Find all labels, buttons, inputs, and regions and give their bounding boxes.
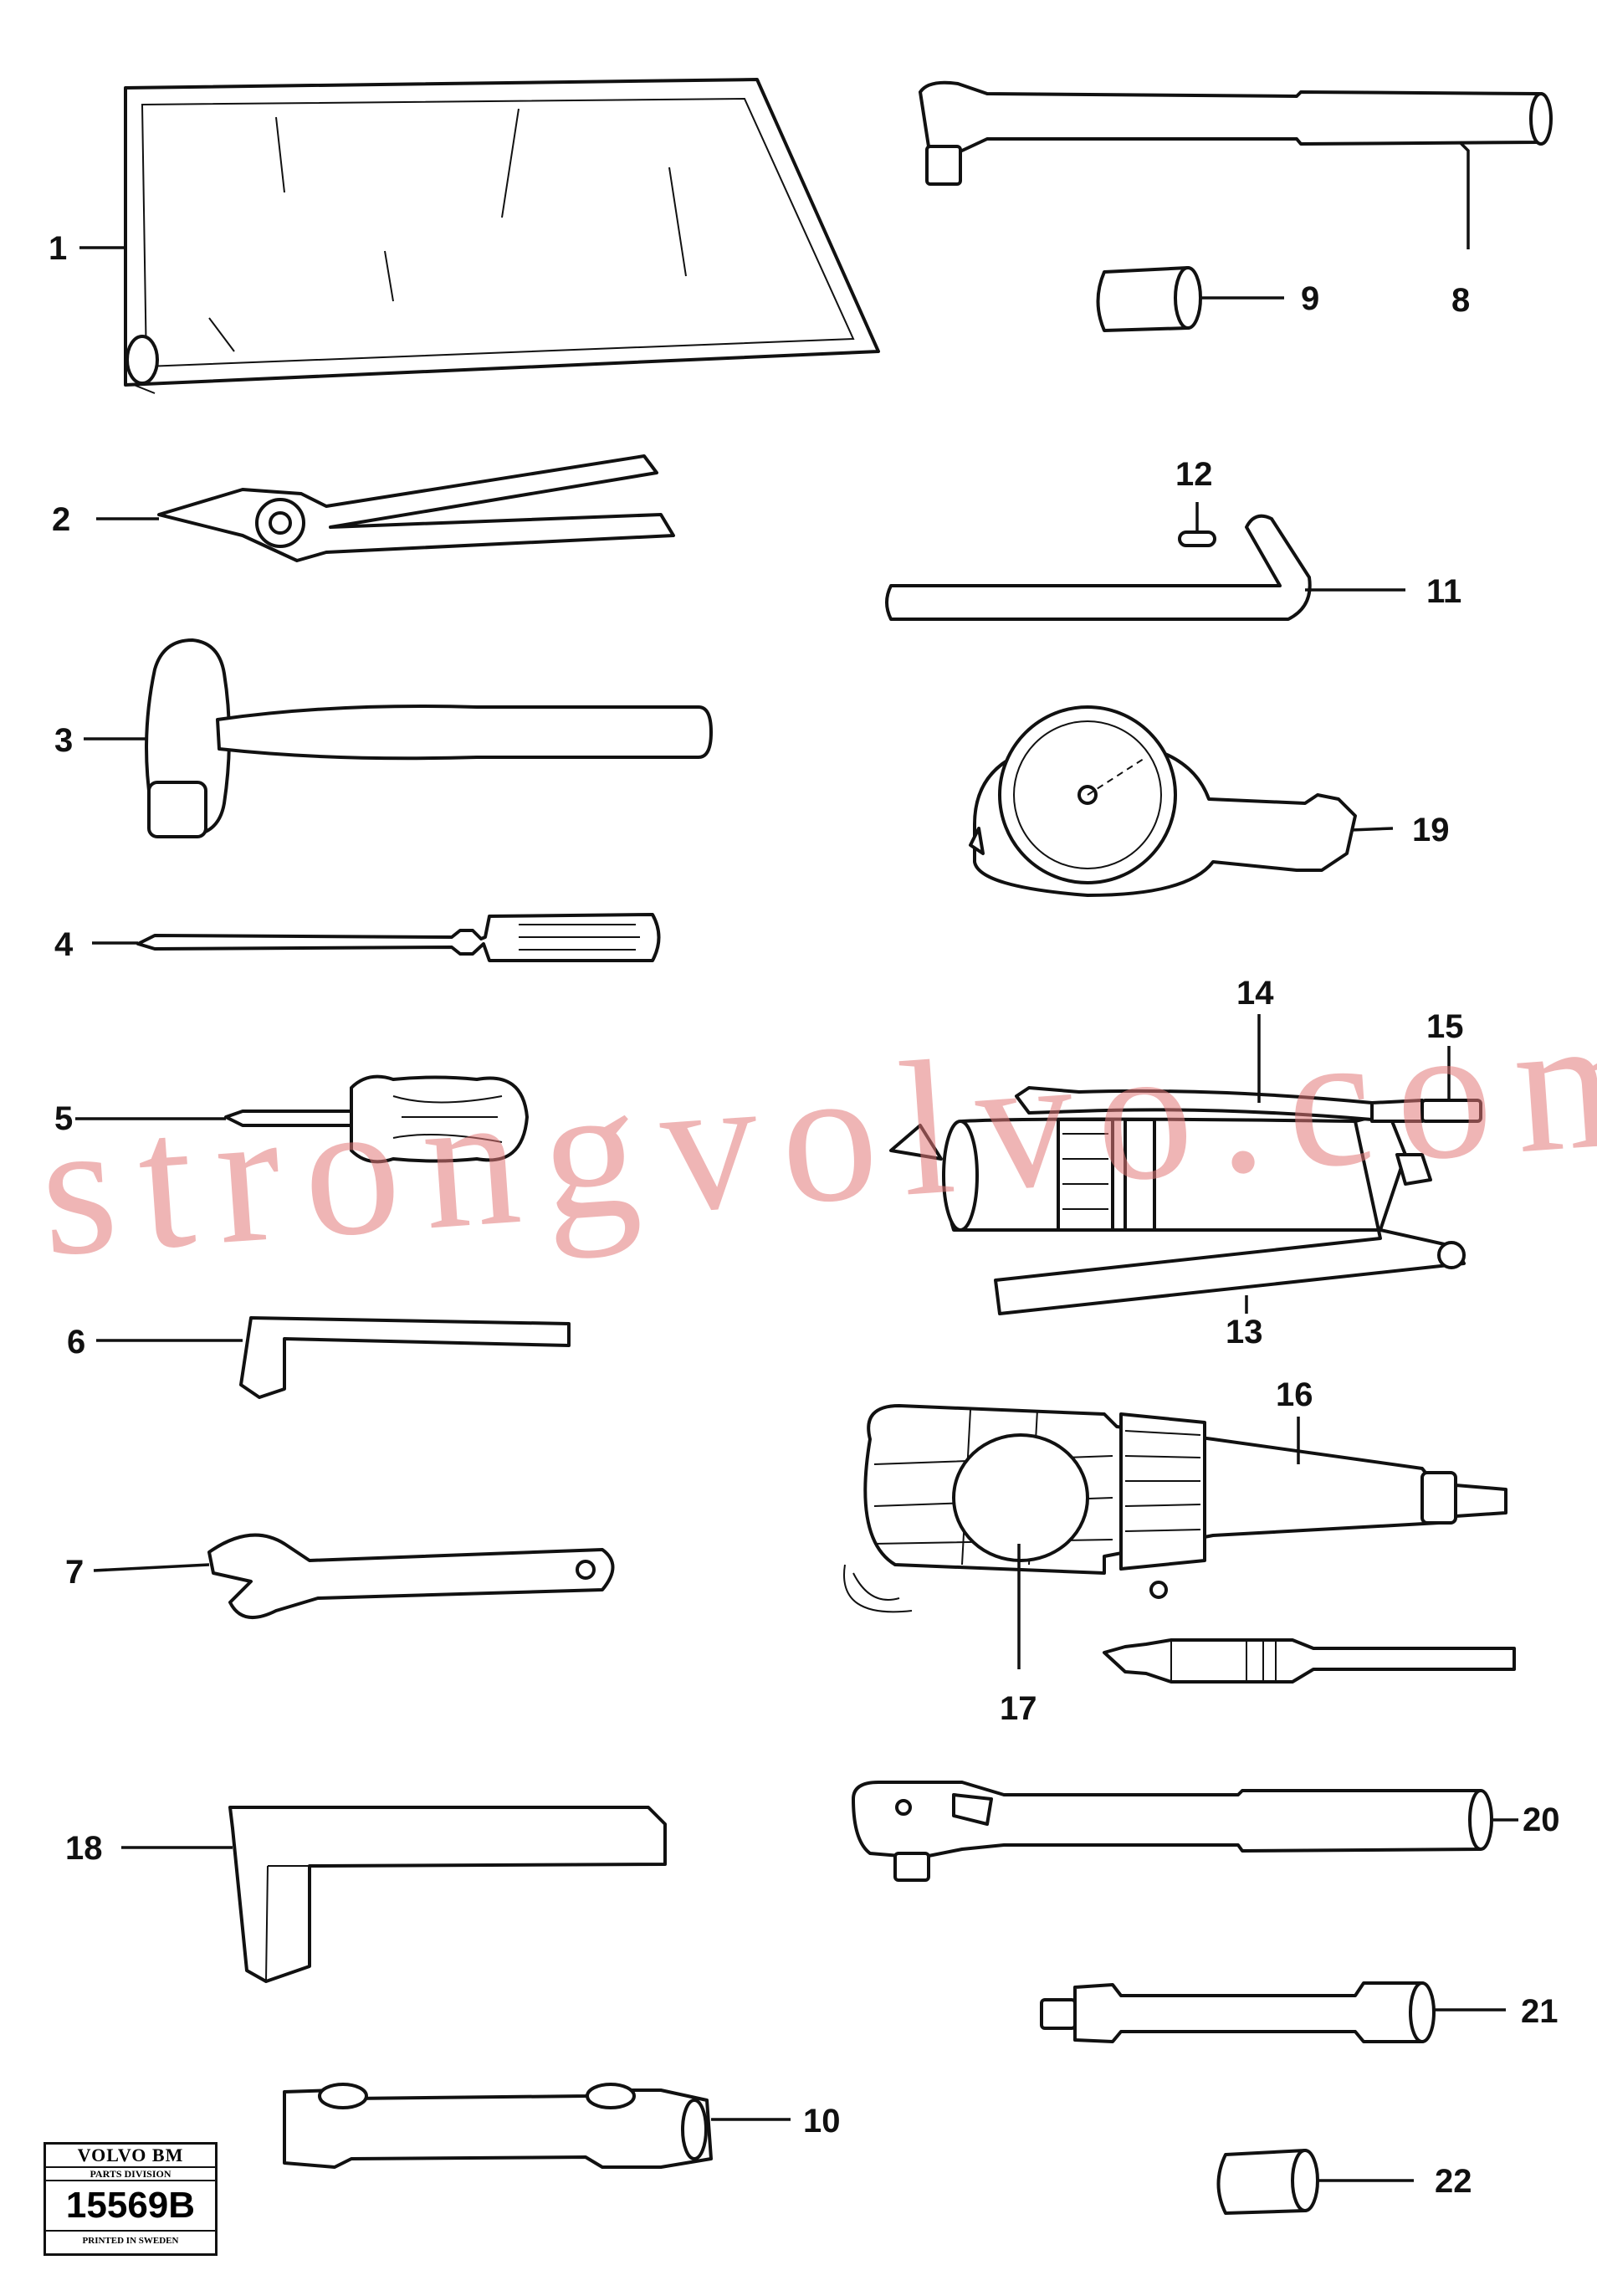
screwdriver-flat	[136, 913, 661, 962]
callout-12: 12	[1175, 456, 1213, 493]
callout-1: 1	[49, 230, 67, 267]
callout-21: 21	[1521, 1993, 1559, 2030]
leader-19	[1350, 827, 1394, 832]
volvo-bm-badge: VOLVO BM PARTS DIVISION 15569B PRINTED I…	[44, 2142, 218, 2256]
callout-2: 2	[52, 501, 70, 538]
pliers	[157, 454, 675, 562]
hex-key-small	[239, 1316, 571, 1399]
socket-small	[1096, 266, 1202, 332]
screwdriver-phillips	[224, 1074, 529, 1164]
hex-key-large	[228, 1806, 667, 1983]
callout-19: 19	[1412, 812, 1450, 848]
badge-printed: PRINTED IN SWEDEN	[82, 2236, 179, 2246]
extension-bar	[1040, 1981, 1436, 2043]
callout-6: 6	[67, 1324, 85, 1361]
callout-8: 8	[1451, 282, 1470, 319]
inspection-lamp	[843, 1404, 1507, 1613]
adjustable-wrench	[207, 1533, 615, 1619]
box-spanner	[283, 2083, 713, 2169]
callout-5: 5	[54, 1100, 73, 1137]
callout-4: 4	[54, 926, 74, 963]
lamp-plug	[1103, 1638, 1516, 1684]
tool-bag	[124, 78, 880, 394]
callout-9: 9	[1301, 280, 1319, 317]
bent-tommy-bar	[885, 514, 1312, 621]
badge-code: 15569B	[46, 2181, 215, 2232]
hammer	[145, 638, 713, 838]
leader-7	[93, 1563, 210, 1572]
callout-22: 22	[1435, 2163, 1472, 2200]
badge-brand: VOLVO BM	[46, 2145, 215, 2168]
callout-14: 14	[1236, 975, 1274, 1012]
grease-gun	[889, 1086, 1482, 1315]
leader-8	[1458, 141, 1470, 249]
badge-division: PARTS DIVISION	[46, 2168, 215, 2181]
callout-10: 10	[803, 2103, 841, 2140]
ratchet-handle	[919, 80, 1553, 186]
callout-13: 13	[1226, 1314, 1263, 1350]
ratchet-wrench	[852, 1781, 1493, 1882]
callout-18: 18	[65, 1830, 103, 1867]
callout-20: 20	[1523, 1801, 1560, 1838]
callout-3: 3	[54, 722, 73, 759]
callout-16: 16	[1276, 1376, 1313, 1413]
callout-15: 15	[1426, 1008, 1464, 1045]
socket-large	[1216, 2149, 1319, 2215]
pin	[1178, 530, 1216, 547]
callout-7: 7	[65, 1554, 84, 1591]
tyre-pressure-gauge	[969, 705, 1357, 897]
callout-11: 11	[1426, 573, 1461, 610]
callout-17: 17	[1000, 1690, 1037, 1727]
